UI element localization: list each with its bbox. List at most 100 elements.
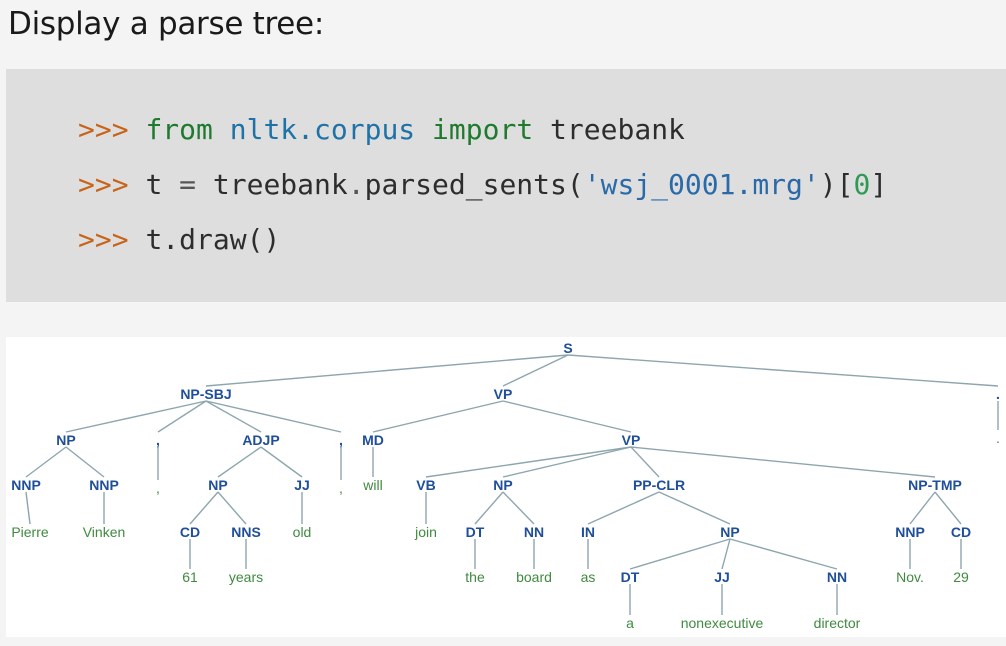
tree-edge-np1-nnp1 (25, 446, 67, 478)
tree-node-nnp1: NNP (11, 477, 41, 493)
tree-node-nnp2: NNP (89, 477, 119, 493)
tree-edge-np1-nnp2 (65, 446, 105, 478)
tree-edge-np3-dt1 (474, 491, 504, 525)
tree-node-nnp3: NNP (895, 524, 925, 540)
tree-node-np-sbj: NP-SBJ (180, 386, 231, 402)
code-line-3: >>> t.draw() (78, 223, 280, 256)
rparen: ) (819, 168, 837, 201)
dot: . (347, 168, 365, 201)
tree-edge-np3-nn1 (502, 491, 535, 525)
tree-edge-np-tmp-nnp3 (909, 491, 936, 525)
tree-node-vb: VB (416, 477, 435, 493)
section-heading: Display a parse tree: (8, 6, 324, 42)
rbracket: ] (870, 168, 888, 201)
prompt: >>> (78, 223, 129, 256)
tree-node-nns: NNS (231, 524, 261, 540)
tree-leaf-w-board: board (516, 569, 552, 585)
tree-node-cd1: CD (180, 524, 200, 540)
tree-leaf-w-period: . (996, 430, 1000, 446)
tree-edge-np4-nn2 (729, 538, 838, 570)
tree-node-jj1: JJ (294, 477, 310, 493)
tree-edge-adjp-jj1 (260, 446, 303, 478)
tree-edge-np2-cd1 (189, 491, 219, 525)
tree-edge-np-sbj-adjp (205, 400, 262, 433)
imported-name: treebank (550, 113, 685, 146)
tree-leaf-w-director: director (814, 615, 861, 631)
tree-edge-vp2-vb (425, 446, 632, 478)
tree-node-md: MD (362, 432, 384, 448)
tree-edge-pp-clr-np4 (658, 491, 731, 525)
tree-node-np3: NP (493, 477, 512, 493)
tree-node-vp1: VP (494, 386, 513, 402)
tree-node-comma2: , (339, 432, 343, 448)
string-arg: 'wsj_0001.mrg' (583, 168, 820, 201)
tree-node-np1: NP (56, 432, 75, 448)
tree-node-np2: NP (208, 477, 227, 493)
prompt: >>> (78, 168, 129, 201)
tree-node-np4: NP (720, 524, 739, 540)
tree-node-cd2: CD (951, 524, 971, 540)
tree-edge-s-period (567, 354, 999, 387)
tree-node-nn2: NN (827, 569, 847, 585)
tree-node-np-tmp: NP-TMP (908, 477, 962, 493)
tree-node-vp2: VP (622, 432, 641, 448)
tree-leaf-w-comma2: , (339, 480, 343, 496)
index: 0 (853, 168, 871, 201)
tree-edge-np-sbj-comma2 (205, 400, 342, 433)
tree-leaf-w-vinken: Vinken (83, 524, 126, 540)
code-line-1: >>> from nltk.corpus import treebank (78, 113, 685, 146)
tree-edge-s-np-sbj (205, 354, 569, 387)
tree-leaf-w-years: years (229, 569, 263, 585)
tree-edge-vp1-vp2 (502, 400, 632, 433)
tree-edge-vp2-np3 (502, 446, 632, 478)
draw-call: t.draw() (145, 223, 281, 256)
module-name: nltk.corpus (229, 113, 416, 146)
tree-node-dt1: DT (466, 524, 485, 540)
lparen: ( (566, 168, 584, 201)
tree-node-adjp: ADJP (242, 432, 279, 448)
tree-leaf-w-nonexecutive: nonexecutive (681, 615, 764, 631)
prompt: >>> (78, 113, 129, 146)
tree-leaf-w-a: a (626, 615, 634, 631)
tree-edge-nnp1-w-pierre (25, 491, 31, 525)
code-line-2: >>> t = treebank.parsed_sents('wsj_0001.… (78, 168, 887, 201)
tree-leaf-w-comma1: , (156, 480, 160, 496)
tree-leaf-w-join: join (414, 524, 437, 540)
tree-edge-vp2-pp-clr (630, 446, 660, 478)
tree-leaf-w-pierre: Pierre (11, 524, 49, 540)
tree-node-period: . (996, 386, 1000, 402)
tree-node-dt2: DT (621, 569, 640, 585)
tree-node-nn1: NN (524, 524, 544, 540)
tree-edge-np-sbj-np1 (65, 400, 207, 433)
tree-leaf-w-will: will (362, 477, 382, 493)
tree-edge-vp2-np-tmp (630, 446, 936, 478)
variable: t (145, 168, 163, 201)
keyword-import: import (432, 113, 534, 146)
tree-node-jj2: JJ (714, 569, 730, 585)
tree-leaf-w-nov: Nov. (896, 569, 924, 585)
parse-tree-svg: S NP-SBJ VP. NP, ADJP, MD VP NNP NNP NP JJ VB NP PP-C… (11, 340, 1000, 631)
code-block: >>> from nltk.corpus import treebank >>>… (6, 69, 1006, 302)
tree-edge-np-tmp-cd2 (934, 491, 962, 525)
tree-edge-pp-clr-in (587, 491, 660, 525)
lbracket: [ (836, 168, 854, 201)
tree-edge-np4-dt2 (629, 538, 731, 570)
tree-leaf-w-29: 29 (953, 569, 969, 585)
tree-edge-np4-jj2 (721, 538, 731, 570)
method: parsed_sents (364, 168, 567, 201)
keyword-from: from (145, 113, 213, 146)
tree-node-pp-clr: PP-CLR (633, 477, 685, 493)
parse-tree-figure: S NP-SBJ VP. NP, ADJP, MD VP NNP NNP NP JJ VB NP PP-C… (6, 337, 1006, 637)
tree-leaf-w-as: as (581, 569, 596, 585)
tree-leaf-w-61: 61 (182, 569, 198, 585)
tree-edge-vp1-md (372, 400, 504, 433)
tree-node-s: S (563, 340, 572, 356)
tree-leaf-w-the: the (465, 569, 485, 585)
tree-leaf-w-old: old (293, 524, 312, 540)
tree-node-comma1: , (156, 432, 160, 448)
tree-edge-adjp-np2 (217, 446, 262, 478)
object: treebank (212, 168, 348, 201)
tree-edge-s-vp1 (502, 354, 569, 387)
tree-edge-np-sbj-comma1 (157, 400, 207, 433)
tree-edge-np2-nns (217, 491, 247, 525)
